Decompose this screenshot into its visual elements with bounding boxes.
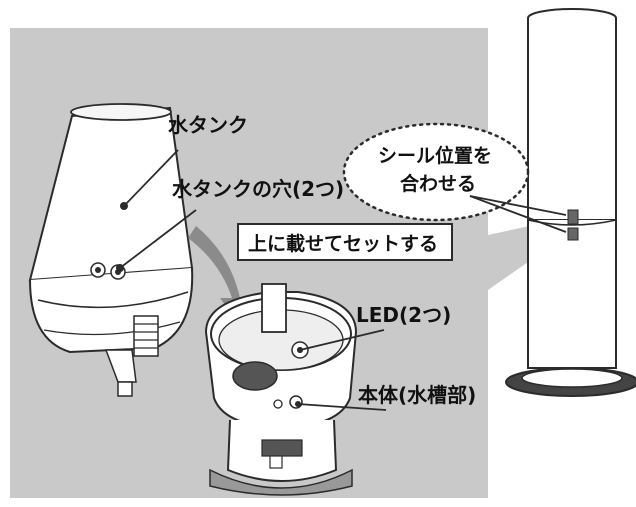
leader-lines <box>119 149 567 411</box>
label-water-tank: 水タンク <box>168 113 248 137</box>
seal-callout-icon <box>342 122 530 222</box>
instruction-box <box>237 223 453 261</box>
label-seal-position-1: シール位置を <box>378 144 492 167</box>
label-led: LED(2つ) <box>356 303 451 327</box>
label-water-tank-holes: 水タンクの穴(2つ) <box>172 177 344 201</box>
holes-point <box>116 264 124 272</box>
tank-point <box>120 202 128 210</box>
label-main-body: 本体(水槽部) <box>358 383 476 407</box>
led-point <box>297 347 303 353</box>
water-tank-illustration <box>28 103 194 397</box>
full-unit-illustration <box>505 8 636 397</box>
label-place-instruction: 上に載せてセットする <box>248 232 438 255</box>
label-seal-position-2: 合わせる <box>400 172 476 195</box>
body-point <box>295 401 301 407</box>
drop-arrow-icon <box>188 226 252 320</box>
main-body-illustration <box>204 283 358 496</box>
